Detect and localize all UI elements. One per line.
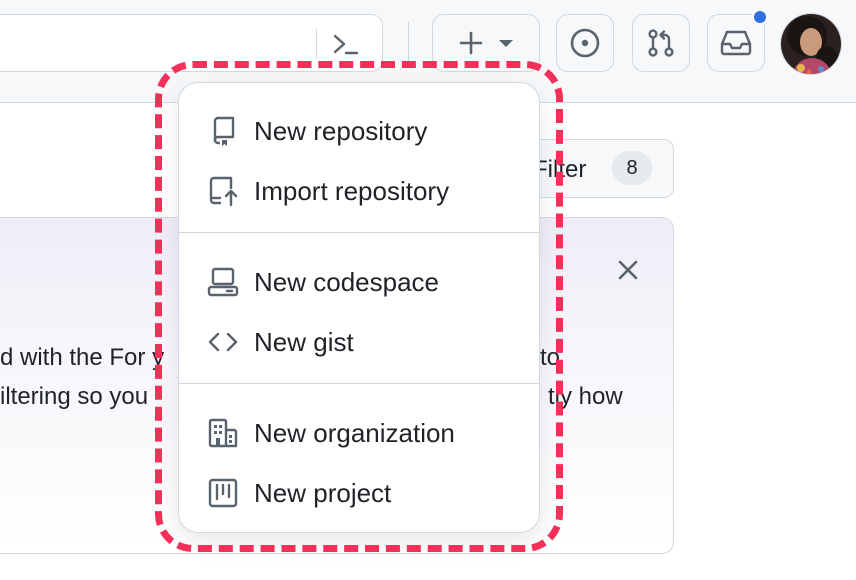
plus-icon bbox=[459, 31, 483, 55]
project-icon bbox=[208, 478, 238, 508]
filter-label: Filter bbox=[533, 156, 587, 183]
avatar-image bbox=[781, 14, 841, 74]
header-separator bbox=[408, 22, 409, 64]
banner-text-line-1-tail: to bbox=[540, 344, 561, 371]
triangle-down-icon bbox=[499, 40, 513, 47]
codespaces-icon bbox=[207, 267, 239, 297]
notification-indicator bbox=[752, 9, 768, 25]
close-icon[interactable] bbox=[614, 256, 642, 284]
menu-divider bbox=[179, 232, 539, 233]
menu-item-label: New project bbox=[254, 478, 392, 508]
menu-item-new-codespace[interactable]: New codespace bbox=[179, 252, 539, 308]
menu-item-new-organization[interactable]: New organization bbox=[179, 403, 539, 459]
avatar[interactable] bbox=[780, 13, 842, 75]
organization-icon bbox=[208, 418, 238, 448]
issues-button[interactable] bbox=[556, 14, 614, 72]
menu-item-label: New gist bbox=[254, 327, 354, 357]
menu-item-new-gist[interactable]: New gist bbox=[179, 312, 539, 368]
menu-item-label: Import repository bbox=[254, 176, 450, 206]
inbox-icon bbox=[720, 30, 752, 56]
banner-text-line-1: d with the For y bbox=[0, 344, 165, 371]
menu-item-label: New organization bbox=[254, 418, 455, 448]
issue-opened-icon bbox=[570, 28, 600, 58]
code-icon bbox=[208, 332, 238, 352]
menu-divider bbox=[179, 383, 539, 384]
menu-item-new-project[interactable]: New project bbox=[179, 463, 539, 519]
repo-icon bbox=[213, 116, 235, 146]
menu-item-label: New repository bbox=[254, 116, 428, 146]
menu-item-import-repository[interactable]: Import repository bbox=[179, 161, 539, 217]
git-pull-request-icon bbox=[648, 29, 674, 57]
banner-text-line-2-tail: tly how bbox=[548, 383, 623, 410]
search-divider bbox=[316, 29, 317, 59]
search-bar[interactable] bbox=[0, 14, 383, 72]
filter-count-badge: 8 bbox=[612, 151, 652, 185]
menu-item-label: New codespace bbox=[254, 267, 439, 297]
banner-text-line-2: iltering so you bbox=[0, 383, 149, 410]
repo-push-icon bbox=[209, 176, 238, 207]
pull-requests-button[interactable] bbox=[632, 14, 690, 72]
command-palette-icon[interactable] bbox=[329, 29, 361, 59]
create-new-dropdown: New repository Import repository New cod… bbox=[178, 82, 540, 533]
menu-item-new-repository[interactable]: New repository bbox=[179, 101, 539, 157]
create-new-button[interactable] bbox=[432, 14, 540, 72]
